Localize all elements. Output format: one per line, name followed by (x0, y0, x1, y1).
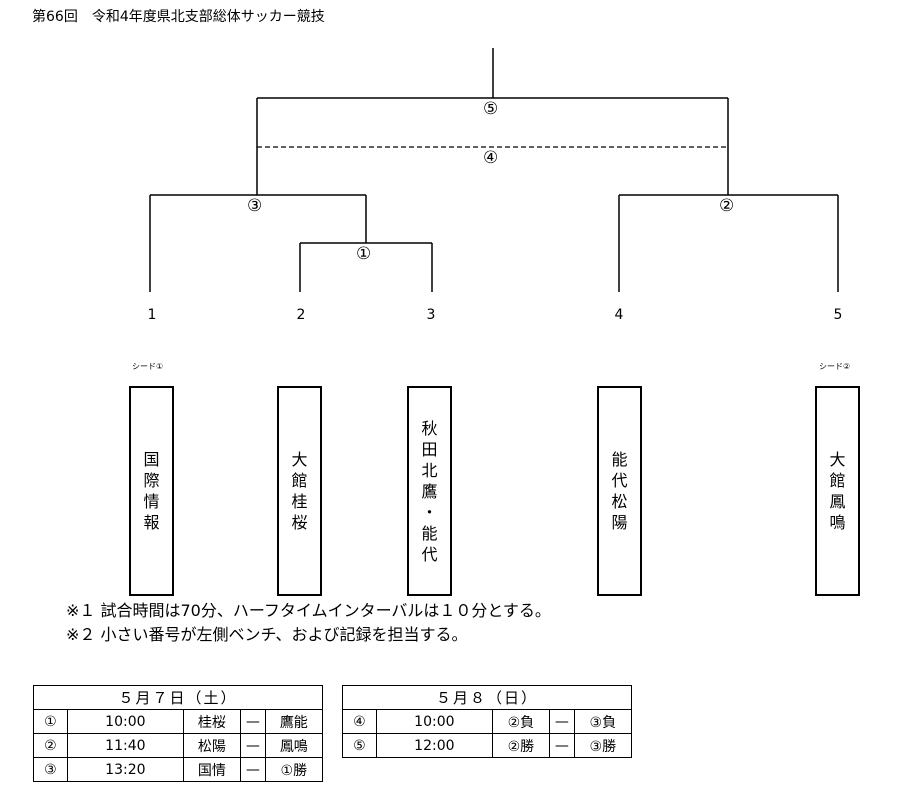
table-row: ⑤ 12:00 ②勝 — ③勝 (342, 733, 633, 758)
table-row: ③ 13:20 国情 — ①勝 (33, 757, 324, 782)
match-label-final: ⑤ (483, 99, 499, 119)
table-row: ④ 10:00 ②負 — ③負 (342, 709, 633, 734)
slot-number: 5 (833, 307, 843, 323)
match-label-semi-right: ② (719, 196, 735, 216)
page-title: 第66回 令和4年度県北支部総体サッカー競技 (32, 9, 325, 25)
team-box-odate-homei: 大 館 鳳 鳴 (815, 386, 860, 596)
team-box-kokusai-joho: 国 際 情 報 (129, 386, 174, 596)
team-box-odate-keio: 大 館 桂 桜 (277, 386, 322, 596)
table-row: ① 10:00 桂桜 — 鷹能 (33, 709, 324, 734)
table-row: ② 11:40 松陽 — 鳳鳴 (33, 733, 324, 758)
team-box-akita-hokuyo-noshiro: 秋 田 北 鷹 ・ 能 代 (407, 386, 452, 596)
note-1: ※１ 試合時間は70分、ハーフタイムインターバルは１０分とする。 (66, 601, 551, 620)
slot-number: 3 (426, 307, 436, 323)
match-label-semi-left: ③ (247, 196, 263, 216)
tournament-bracket (149, 48, 839, 292)
match-label-first: ① (356, 244, 372, 264)
slot-number: 4 (614, 307, 624, 323)
schedule-date: ５月８（日） (342, 685, 632, 710)
note-2: ※２ 小さい番号が左側ベンチ、および記録を担当する。 (66, 625, 468, 644)
schedule-date: ５月７日（土） (33, 685, 323, 710)
seed-label-right: シード② (819, 362, 851, 371)
match-label-third: ④ (483, 148, 499, 168)
schedule-table-day1: ５月７日（土） ① 10:00 桂桜 — 鷹能 ② 11:40 松陽 — 鳳鳴 … (33, 685, 324, 782)
team-box-noshiro-shoyo: 能 代 松 陽 (597, 386, 642, 596)
slot-number: 2 (296, 307, 306, 323)
slot-number: 1 (147, 307, 157, 323)
seed-label-left: シード① (132, 362, 164, 371)
schedule-table-day2: ５月８（日） ④ 10:00 ②負 — ③負 ⑤ 12:00 ②勝 — ③勝 (342, 685, 633, 758)
